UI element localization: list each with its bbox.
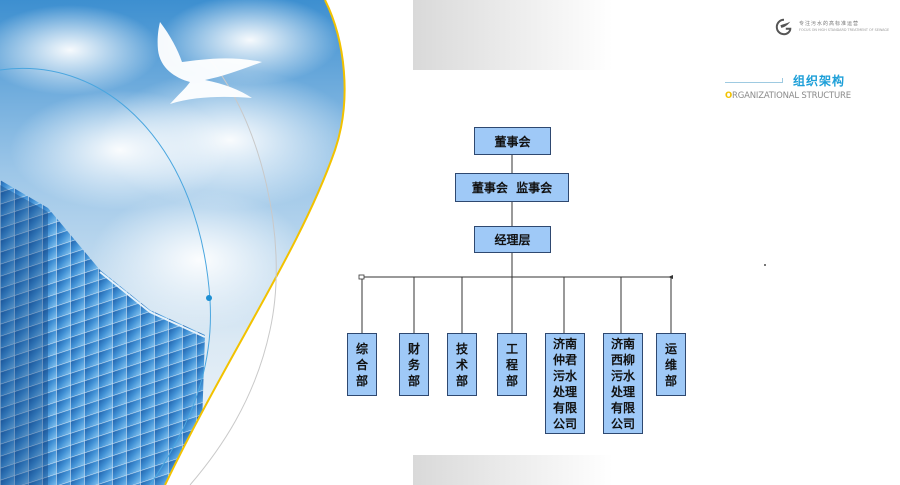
department-label-line: 综 — [355, 341, 368, 356]
org-box-department: 财 务 部 — [399, 333, 429, 396]
heading-title-en-rest: RGANIZATIONAL STRUCTURE — [732, 91, 851, 101]
department-label-line: 处理 — [610, 384, 635, 399]
company-logo-icon — [775, 18, 792, 36]
department-label-line: 术 — [455, 357, 468, 372]
department-label-line: 污水 — [552, 368, 577, 383]
department-label-line: 济南 — [610, 336, 635, 351]
bottom-grey-band — [413, 455, 613, 485]
org-box-subsidiary: 济南 西柳 污水 处理 有限 公司 — [603, 333, 643, 434]
section-heading: 组织架构 ORGANIZATIONAL STRUCTURE — [725, 72, 865, 101]
department-label-line: 技 — [455, 341, 468, 356]
department-label-line: 仲君 — [552, 352, 577, 367]
org-box-department: 运 维 部 — [656, 333, 686, 396]
org-box-board-and-supervisors: 董事会 监事会 — [455, 173, 569, 202]
org-box-department: 技 术 部 — [447, 333, 477, 396]
org-box-department: 综 合 部 — [347, 333, 377, 396]
department-label-line: 污水 — [610, 368, 635, 383]
heading-title-en-initial: O — [725, 91, 733, 101]
org-box-board-of-directors: 董事会 — [474, 127, 551, 155]
org-box-management: 经理层 — [474, 226, 551, 253]
department-label-line: 有限 — [610, 400, 635, 415]
department-label-line: 运 — [664, 341, 677, 356]
top-grey-band — [413, 0, 613, 70]
bird-emblem-icon — [157, 22, 262, 104]
department-label-line: 部 — [355, 373, 368, 388]
department-label-line: 处理 — [552, 384, 577, 399]
org-box-subsidiary: 济南 仲君 污水 处理 有限 公司 — [545, 333, 585, 434]
company-logo: 专注污水的高标准运营 FOCUS ON HIGH STANDARD TREATM… — [775, 18, 889, 36]
heading-title-en: ORGANIZATIONAL STRUCTURE — [725, 91, 865, 101]
department-label-line: 济南 — [552, 336, 577, 351]
department-label-line: 财 — [407, 341, 420, 356]
stray-dot — [764, 264, 766, 266]
department-label-line: 西柳 — [610, 352, 635, 367]
department-label-line: 公司 — [610, 416, 635, 431]
company-name-en: FOCUS ON HIGH STANDARD TREATMENT OF SEWA… — [799, 27, 890, 32]
company-name-cn: 专注污水的高标准运营 — [799, 20, 860, 27]
department-label-line: 公司 — [552, 416, 577, 431]
department-label-line: 部 — [407, 373, 420, 388]
connector-start-marker — [358, 274, 365, 280]
heading-title-cn: 组织架构 — [793, 74, 846, 88]
department-label-line: 务 — [407, 357, 420, 372]
department-label-line: 部 — [664, 373, 677, 388]
department-label-line: 合 — [355, 357, 368, 372]
department-label-line: 有限 — [552, 400, 577, 415]
department-label-line: 部 — [455, 373, 468, 388]
department-label-line: 程 — [505, 357, 518, 372]
department-label-line: 工 — [505, 341, 518, 356]
heading-underline — [725, 78, 783, 83]
department-label-line: 部 — [505, 373, 518, 388]
connector-end-marker — [668, 275, 673, 279]
org-box-department: 工 程 部 — [497, 333, 527, 396]
department-label-line: 维 — [664, 357, 677, 372]
